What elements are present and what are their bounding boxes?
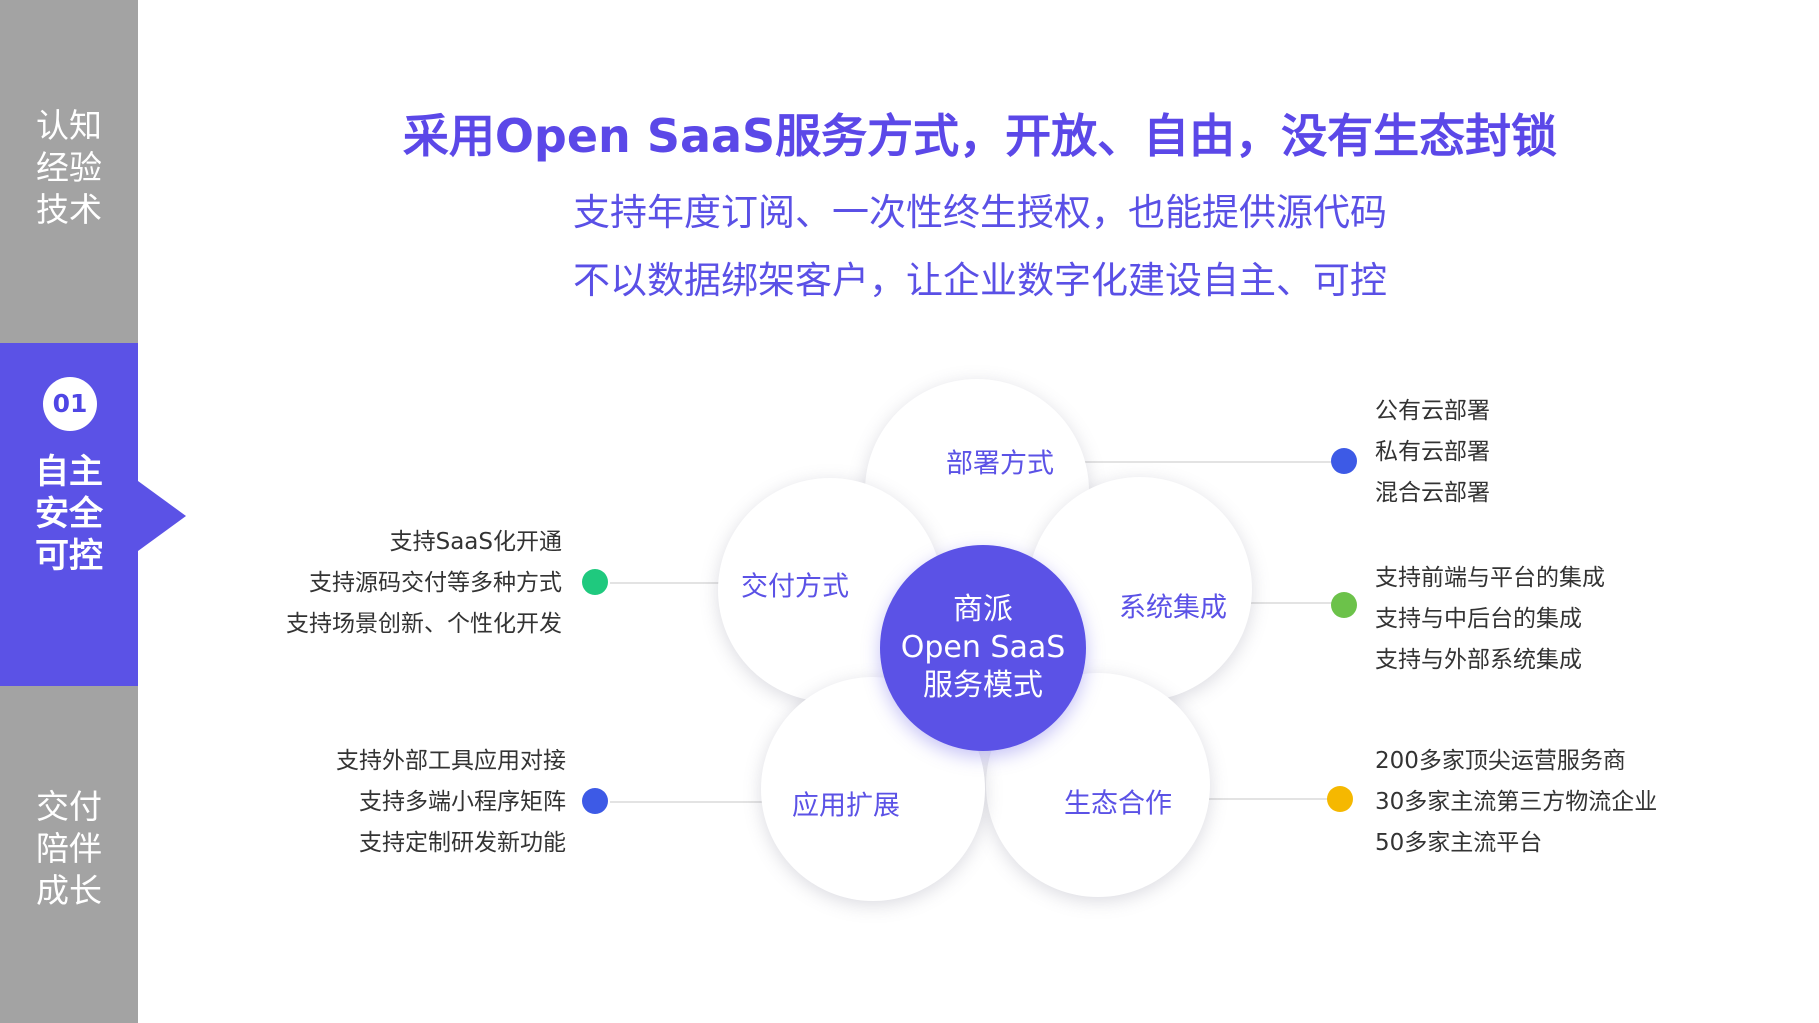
bullet-dot-integration xyxy=(1331,592,1357,618)
list-integration: 支持前端与平台的集成 支持与中后台的集成 支持与外部系统集成 xyxy=(1375,558,1605,681)
connector-line-extension xyxy=(610,801,770,803)
sidebar-section-delivery[interactable]: 交付 陪伴 成长 xyxy=(0,686,138,1023)
list-deploy: 公有云部署 私有云部署 混合云部署 xyxy=(1375,391,1490,514)
section-number-badge: 01 xyxy=(43,377,97,431)
list-item: 支持场景创新、个性化开发 xyxy=(286,611,562,637)
center-line-3: 服务模式 xyxy=(923,668,1043,703)
center-line-2: Open SaaS xyxy=(900,630,1066,665)
center-hub: 商派 Open SaaS 服务模式 xyxy=(880,545,1086,751)
connector-line-delivery xyxy=(610,582,720,584)
bullet-dot-ecosystem xyxy=(1327,786,1353,812)
petal-label-ecosystem: 生态合作 xyxy=(1064,788,1172,820)
list-item: 200多家顶尖运营服务商 xyxy=(1375,748,1626,774)
list-item: 支持定制研发新功能 xyxy=(359,830,566,856)
center-line-1: 商派 xyxy=(953,592,1013,627)
sidebar-section-autonomy[interactable]: 01 自主 安全 可控 xyxy=(0,343,138,686)
sidebar-section-cognition[interactable]: 认知 经验 技术 xyxy=(0,0,138,343)
list-delivery: 支持SaaS化开通 支持源码交付等多种方式 支持场景创新、个性化开发 xyxy=(286,522,562,645)
connector-line-ecosystem xyxy=(1196,798,1340,800)
list-item: 支持前端与平台的集成 xyxy=(1375,565,1605,591)
list-item: 支持SaaS化开通 xyxy=(389,529,562,555)
page-title: 采用Open SaaS服务方式，开放、自由，没有生态封锁 xyxy=(402,109,1558,163)
list-item: 支持与中后台的集成 xyxy=(1375,606,1582,632)
page-subtitle-1: 支持年度订阅、一次性终生授权，也能提供源代码 xyxy=(573,191,1387,234)
list-item: 50多家主流平台 xyxy=(1375,830,1543,856)
list-item: 30多家主流第三方物流企业 xyxy=(1375,789,1658,815)
sidebar: 认知 经验 技术 01 自主 安全 可控 交付 陪伴 成长 xyxy=(0,0,138,1023)
page-subtitle-2: 不以数据绑架客户，让企业数字化建设自主、可控 xyxy=(573,259,1387,302)
list-item: 公有云部署 xyxy=(1375,398,1490,424)
petal-label-delivery: 交付方式 xyxy=(741,571,849,603)
bullet-dot-extension xyxy=(582,788,608,814)
list-item: 支持源码交付等多种方式 xyxy=(309,570,562,596)
bullet-dot-delivery xyxy=(582,569,608,595)
petal-label-integration: 系统集成 xyxy=(1119,592,1227,624)
sidebar-section-label: 认知 经验 技术 xyxy=(36,106,102,229)
list-extension: 支持外部工具应用对接 支持多端小程序矩阵 支持定制研发新功能 xyxy=(336,741,566,864)
connector-line-integration xyxy=(1240,602,1345,604)
sidebar-section-label: 交付 陪伴 成长 xyxy=(36,787,102,910)
list-item: 支持外部工具应用对接 xyxy=(336,748,566,774)
sidebar-section-label: 自主 安全 可控 xyxy=(35,452,103,576)
list-item: 支持多端小程序矩阵 xyxy=(359,789,566,815)
petal-label-deploy: 部署方式 xyxy=(946,448,1054,480)
list-ecosystem: 200多家顶尖运营服务商 30多家主流第三方物流企业 50多家主流平台 xyxy=(1375,741,1657,864)
list-item: 混合云部署 xyxy=(1375,480,1490,506)
list-item: 私有云部署 xyxy=(1375,439,1490,465)
bullet-dot-deploy xyxy=(1331,448,1357,474)
list-item: 支持与外部系统集成 xyxy=(1375,647,1582,673)
petal-label-extension: 应用扩展 xyxy=(792,790,900,822)
connector-line-deploy xyxy=(1078,461,1344,463)
active-pointer-arrow xyxy=(138,481,186,551)
